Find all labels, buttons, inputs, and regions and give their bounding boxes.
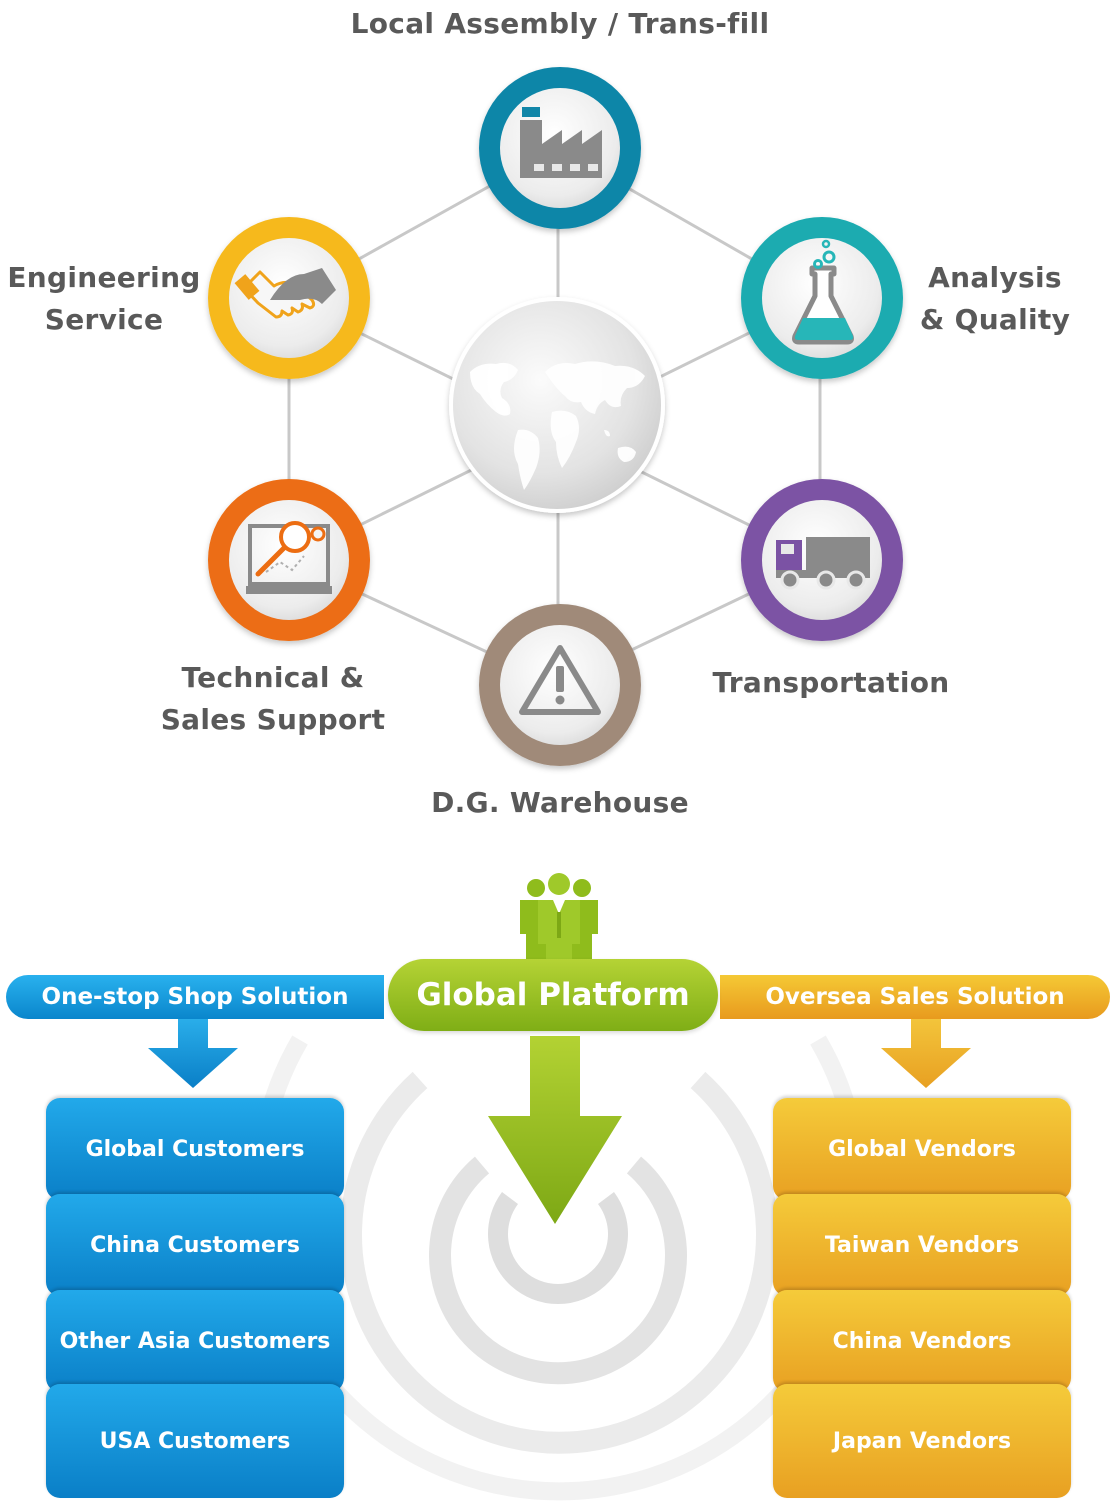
platform-down-arrow	[488, 1036, 622, 1224]
customer-item[interactable]: USA Customers	[46, 1384, 344, 1498]
node-label-support: Technical & Sales Support	[160, 661, 386, 736]
vendor-item[interactable]: China Vendors	[773, 1290, 1071, 1392]
warning-icon	[519, 645, 601, 715]
center-globe	[449, 297, 665, 513]
oversea-sales-banner: Oversea Sales Solution	[720, 975, 1110, 1019]
node-label-assembly: Local Assembly / Trans-fill	[350, 7, 770, 40]
node-engineering[interactable]	[208, 217, 370, 379]
node-support[interactable]	[208, 479, 370, 641]
analysis-magnifier-icon	[246, 521, 332, 594]
node-label-transport: Transportation	[712, 666, 950, 699]
node-label-analysis: Analysis & Quality	[919, 261, 1071, 336]
vendor-item[interactable]: Taiwan Vendors	[773, 1194, 1071, 1296]
node-warehouse[interactable]	[479, 604, 641, 766]
flask-icon	[792, 239, 854, 345]
factory-icon	[520, 107, 602, 178]
node-analysis[interactable]	[741, 217, 903, 379]
vendor-item[interactable]: Japan Vendors	[773, 1384, 1071, 1498]
node-label-engineering: Engineering Service	[7, 261, 201, 336]
node-assembly[interactable]	[479, 67, 641, 229]
truck-icon	[776, 537, 870, 590]
vendors-down-arrow	[881, 1018, 971, 1088]
vendor-item[interactable]: Global Vendors	[773, 1098, 1071, 1200]
global-platform-banner: Global Platform	[388, 959, 718, 1031]
node-label-warehouse: D.G. Warehouse	[431, 786, 689, 819]
customer-item[interactable]: Other Asia Customers	[46, 1290, 344, 1392]
customers-down-arrow	[148, 1018, 238, 1088]
node-transport[interactable]	[741, 479, 903, 641]
world-map-icon	[470, 361, 645, 490]
people-group-icon	[520, 873, 598, 974]
customer-item[interactable]: China Customers	[46, 1194, 344, 1296]
customer-item[interactable]: Global Customers	[46, 1098, 344, 1200]
one-stop-shop-banner: One-stop Shop Solution	[6, 975, 384, 1019]
handshake-icon	[234, 268, 336, 319]
